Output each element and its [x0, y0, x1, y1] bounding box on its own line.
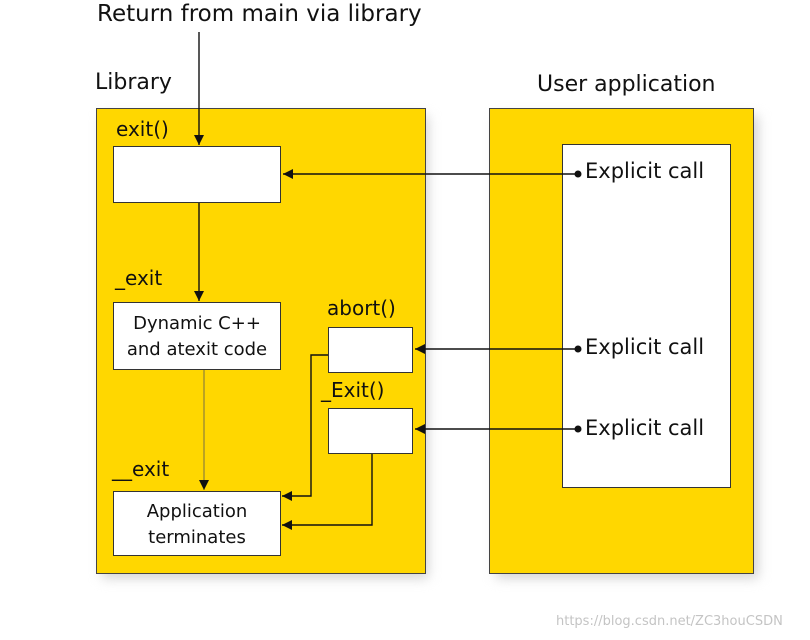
explicit-call-dot-2: [574, 345, 582, 353]
underscore-exit-label: _exit: [115, 266, 163, 290]
explicit-call-dot-1: [574, 170, 582, 178]
dynamic-cpp-atexit-box: Dynamic C++ and atexit code: [113, 302, 281, 370]
big-exit-box: [328, 408, 413, 454]
abort-to-terminates-arrow: [282, 354, 328, 501]
big-exit-label: _Exit(): [321, 378, 385, 402]
explicit-call-label-3: Explicit call: [585, 416, 705, 440]
explicit-call-label-1: Explicit call: [585, 159, 705, 183]
user-application-title: User application: [537, 72, 716, 97]
watermark: https://blog.csdn.net/ZC3houCSDN: [556, 614, 783, 629]
explicit-call-dot-3: [574, 425, 582, 433]
application-terminates-box: Application terminates: [113, 491, 281, 556]
user-application-box: [562, 144, 731, 488]
bigexit-to-terminates-arrow: [282, 454, 373, 530]
abort-box: [328, 327, 413, 373]
exit-box: [113, 146, 281, 203]
dynamic-cpp-atexit-text: Dynamic C++ and atexit code: [126, 313, 268, 360]
explicit-call-label-2: Explicit call: [585, 335, 705, 359]
diagram-title: Return from main via library: [97, 1, 422, 27]
library-title: Library: [95, 70, 172, 95]
double-underscore-exit-label: __exit: [112, 457, 170, 481]
exit-label: exit(): [116, 117, 169, 141]
abort-label: abort(): [327, 296, 396, 320]
application-terminates-text: Application terminates: [146, 501, 248, 548]
